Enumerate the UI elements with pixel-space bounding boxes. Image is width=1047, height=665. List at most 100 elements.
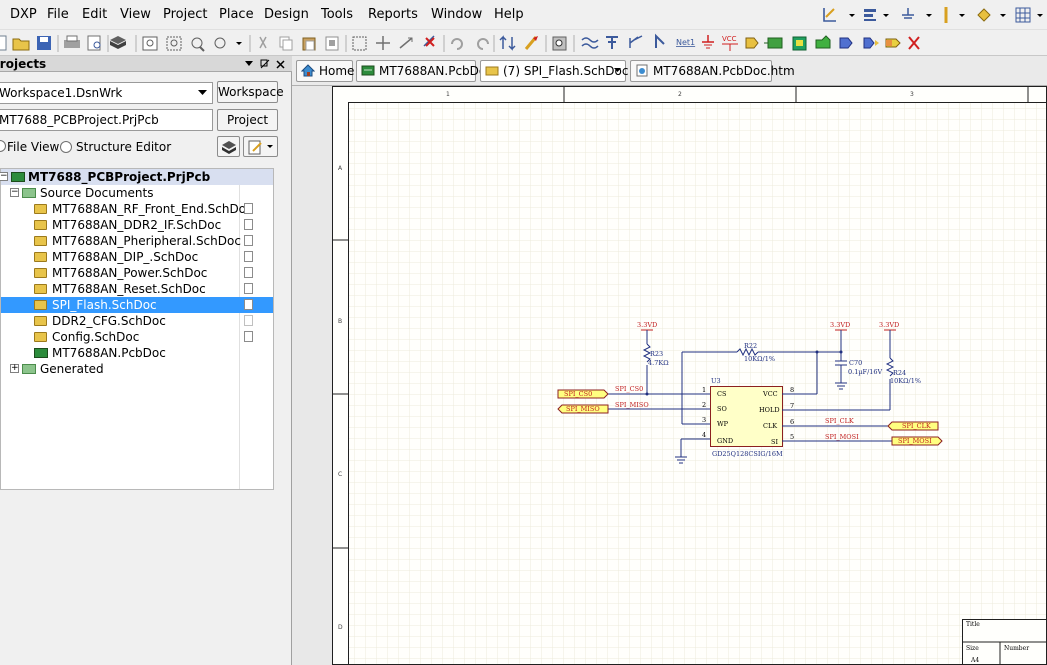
move-icon[interactable] bbox=[376, 36, 390, 50]
tree-file-item[interactable]: MT7688AN.PcbDoc bbox=[1, 345, 273, 361]
select-area-icon[interactable] bbox=[352, 36, 367, 51]
menu-reports[interactable]: Reports bbox=[368, 7, 418, 22]
project-field[interactable]: MT7688_PCBProject.PrjPcb bbox=[0, 109, 213, 131]
place-bus-entry-icon[interactable] bbox=[629, 35, 643, 48]
pin-icon[interactable] bbox=[260, 59, 270, 69]
menu-dxp[interactable]: DXP bbox=[10, 7, 37, 22]
place-harness-connector-icon[interactable] bbox=[863, 37, 879, 49]
print-icon[interactable] bbox=[64, 35, 80, 48]
browse-component-icon[interactable] bbox=[552, 36, 567, 51]
tree-source-documents[interactable]: − Source Documents bbox=[10, 186, 154, 200]
move-selection-icon[interactable] bbox=[399, 37, 413, 49]
place-part-icon[interactable] bbox=[745, 37, 759, 49]
project-button[interactable]: Project bbox=[217, 109, 278, 131]
rubber-stamp-icon[interactable] bbox=[325, 36, 339, 51]
no-erc-icon[interactable] bbox=[908, 36, 920, 50]
place-net-label-bar-icon[interactable] bbox=[655, 33, 665, 48]
port-spi-clk[interactable]: SPI_CLK bbox=[887, 421, 939, 431]
tree-file-item[interactable]: MT7688AN_RF_Front_End.SchDoc bbox=[1, 201, 273, 217]
close-panel-icon[interactable] bbox=[276, 60, 285, 69]
file-view-radio[interactable] bbox=[0, 140, 6, 152]
capacitor-c70[interactable]: C70 0.1µF/16V bbox=[835, 352, 883, 390]
zoom-selected-icon[interactable] bbox=[191, 37, 205, 52]
zoom-dropdown-icon[interactable] bbox=[214, 37, 242, 49]
resistor-r22[interactable]: R22 10KΩ/1% bbox=[736, 342, 775, 363]
tree-file-item-selected[interactable]: SPI_Flash.SchDoc bbox=[1, 297, 273, 313]
place-bus-icon[interactable] bbox=[606, 36, 618, 49]
tree-project-root[interactable]: − MT7688_PCBProject.PrjPcb bbox=[0, 169, 273, 185]
menu-help[interactable]: Help bbox=[494, 7, 524, 22]
save-icon[interactable] bbox=[37, 36, 51, 50]
tree-file-item[interactable]: MT7688AN_DDR2_IF.SchDoc bbox=[1, 217, 273, 233]
tree-file-item[interactable]: DDR2_CFG.SchDoc bbox=[1, 313, 273, 329]
power-port-icon[interactable] bbox=[902, 8, 914, 19]
tree-file-item[interactable]: MT7688AN_DIP_.SchDoc bbox=[1, 249, 273, 265]
place-wire-icon[interactable] bbox=[581, 37, 599, 49]
collapse-icon[interactable]: − bbox=[0, 171, 8, 181]
redo-icon[interactable] bbox=[477, 38, 489, 50]
power-port-3v3-mid[interactable]: 3.3VD bbox=[830, 321, 850, 352]
resistor-r24[interactable]: R24 10KΩ/1% bbox=[885, 357, 921, 410]
cut-icon[interactable] bbox=[259, 36, 267, 49]
expand-icon[interactable]: + bbox=[10, 363, 19, 373]
collapse-icon[interactable]: − bbox=[10, 187, 19, 197]
tree-file-item[interactable]: MT7688AN_Pheripheral.SchDoc bbox=[1, 233, 273, 249]
project-options-button[interactable] bbox=[217, 136, 240, 157]
wiring-tools-icon[interactable] bbox=[823, 8, 836, 22]
copy-icon[interactable] bbox=[279, 36, 293, 51]
print-preview-icon[interactable] bbox=[87, 35, 101, 51]
undo-icon[interactable] bbox=[451, 38, 463, 50]
clear-selection-icon[interactable] bbox=[423, 35, 435, 47]
workspace-button[interactable]: Workspace bbox=[217, 81, 284, 103]
workspace-select[interactable]: Workspace1.DsnWrk bbox=[0, 82, 213, 104]
tree-file-item[interactable]: Config.SchDoc bbox=[1, 329, 273, 345]
document-menu-button[interactable] bbox=[243, 136, 278, 157]
chevron-down-icon[interactable] bbox=[614, 68, 621, 73]
menu-tools[interactable]: Tools bbox=[321, 7, 354, 22]
port-spi-mosi[interactable]: SPI_MOSI bbox=[891, 436, 943, 446]
schematic-sheet[interactable]: 1 2 3 A B C D Title Size A4 Number 3.3VD… bbox=[332, 86, 1047, 665]
place-device-sheet-icon[interactable] bbox=[815, 35, 831, 49]
paste-icon[interactable] bbox=[302, 37, 316, 51]
menu-view[interactable]: View bbox=[120, 7, 151, 22]
place-net-label-icon[interactable]: Net1 bbox=[676, 38, 695, 47]
open-device-sheet-icon[interactable] bbox=[110, 36, 126, 49]
tab-home[interactable]: Home bbox=[296, 60, 354, 82]
port-spi-cs0[interactable]: SPI_CS0 bbox=[557, 389, 609, 399]
fit-document-icon[interactable] bbox=[142, 36, 158, 51]
place-port-icon[interactable] bbox=[885, 38, 901, 48]
gnd-power-port-icon[interactable] bbox=[702, 35, 714, 49]
grid-icon[interactable] bbox=[1015, 7, 1031, 23]
schematic-doc-icon bbox=[34, 236, 47, 246]
structure-editor-radio[interactable] bbox=[60, 141, 72, 153]
tree-generated[interactable]: + Generated bbox=[10, 362, 104, 376]
new-icon[interactable] bbox=[0, 35, 7, 51]
menu-edit[interactable]: Edit bbox=[82, 7, 108, 22]
port-spi-miso[interactable]: SPI_MISO bbox=[557, 404, 609, 414]
tree-file-item[interactable]: MT7688AN_Power.SchDoc bbox=[1, 265, 273, 281]
vcc-power-port-icon[interactable]: VCC bbox=[722, 35, 738, 51]
menu-project[interactable]: Project bbox=[163, 7, 208, 22]
resistor-r23[interactable]: R23 4.7KΩ bbox=[642, 343, 669, 394]
tree-file-item[interactable]: MT7688AN_Reset.SchDoc bbox=[1, 281, 273, 297]
power-port-3v3-left[interactable]: 3.3VD bbox=[637, 321, 657, 344]
place-sheet-symbol-icon[interactable] bbox=[764, 37, 783, 49]
place-harness-icon[interactable] bbox=[839, 37, 853, 49]
menu-design[interactable]: Design bbox=[264, 7, 309, 22]
ic-u3[interactable]: U3 GD25Q128CSIG/16M 1 2 3 4 CS SO WP GND… bbox=[692, 377, 800, 458]
menu-place[interactable]: Place bbox=[219, 7, 254, 22]
sheet-symbol-icon[interactable] bbox=[977, 8, 991, 22]
power-port-3v3-right[interactable]: 3.3VD bbox=[879, 321, 899, 358]
tab-html-report[interactable]: MT7688AN.PcbDoc.htm bbox=[630, 60, 795, 82]
place-sheet-entry-icon[interactable] bbox=[792, 36, 807, 51]
menu-window[interactable]: Window bbox=[431, 7, 483, 22]
zoom-area-icon[interactable] bbox=[166, 36, 182, 51]
align-tools-icon[interactable] bbox=[864, 9, 876, 21]
tab-schematic-doc[interactable]: (7) SPI_Flash.SchDoc bbox=[480, 60, 628, 82]
panel-menu-icon[interactable] bbox=[245, 61, 253, 66]
open-icon[interactable] bbox=[12, 38, 30, 51]
up-down-hierarchy-icon[interactable] bbox=[499, 35, 516, 51]
menu-file[interactable]: File bbox=[47, 7, 69, 22]
cross-probe-icon[interactable] bbox=[524, 36, 538, 50]
tab-pcb-doc[interactable]: MT7688AN.PcbDoc bbox=[356, 60, 493, 82]
